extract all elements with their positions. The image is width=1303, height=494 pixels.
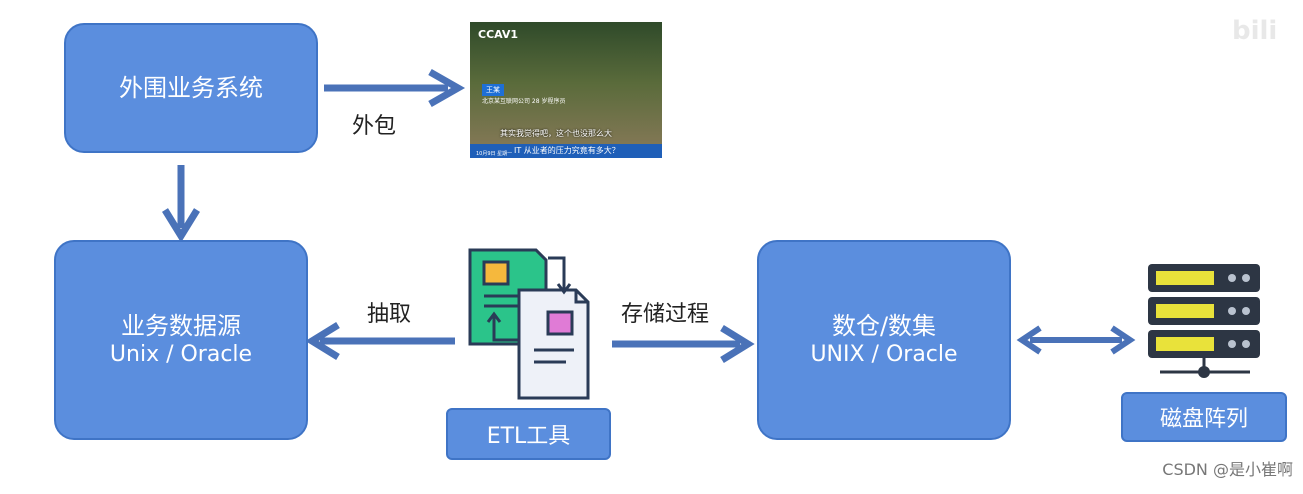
business-data-source-platform: Unix / Oracle — [109, 342, 253, 367]
arrow-outsource — [324, 68, 466, 108]
arrow-extract — [305, 322, 455, 360]
arrow-bidirectional — [1016, 325, 1136, 355]
data-warehouse-node: 数仓/数集 UNIX / Oracle — [757, 240, 1011, 440]
bilibili-logo: bili — [1232, 16, 1278, 46]
etl-documents-icon — [468, 248, 590, 400]
etl-tool-label: ETL工具 — [446, 408, 611, 460]
outsource-edge-label: 外包 — [352, 114, 397, 139]
video-subtitle: 其实我觉得吧，这个也没那么大 — [500, 129, 612, 138]
news-video-thumbnail: CCAV1 王某 北京某互联网公司 28 岁程序员 其实我觉得吧，这个也没那么大… — [470, 22, 662, 158]
data-warehouse-platform: UNIX / Oracle — [810, 342, 958, 367]
data-warehouse-title: 数仓/数集 — [831, 312, 937, 340]
business-data-source-title: 业务数据源 — [121, 312, 241, 340]
news-date: 10月9日 星期一 — [476, 151, 513, 157]
disk-array-label: 磁盘阵列 — [1121, 392, 1287, 442]
peripheral-system-label: 外围业务系统 — [119, 74, 263, 102]
speaker-affiliation: 北京某互联网公司 28 岁程序员 — [482, 98, 566, 105]
speaker-name-tag: 王某 — [482, 84, 504, 96]
stored-procedure-edge-label: 存储过程 — [621, 302, 710, 327]
business-data-source-node: 业务数据源 Unix / Oracle — [54, 240, 308, 440]
news-caption: IT 从业者的压力究竟有多大？ — [514, 146, 620, 155]
extract-edge-label: 抽取 — [367, 302, 412, 327]
csdn-watermark: CSDN @是小崔啊 — [1162, 460, 1293, 479]
arrow-down — [162, 165, 200, 243]
news-caption-bar — [470, 144, 662, 158]
arrow-stored-procedure — [612, 325, 755, 363]
server-rack-icon — [1148, 264, 1260, 378]
peripheral-system-node: 外围业务系统 — [64, 23, 318, 153]
channel-logo: CCAV1 — [478, 28, 519, 41]
